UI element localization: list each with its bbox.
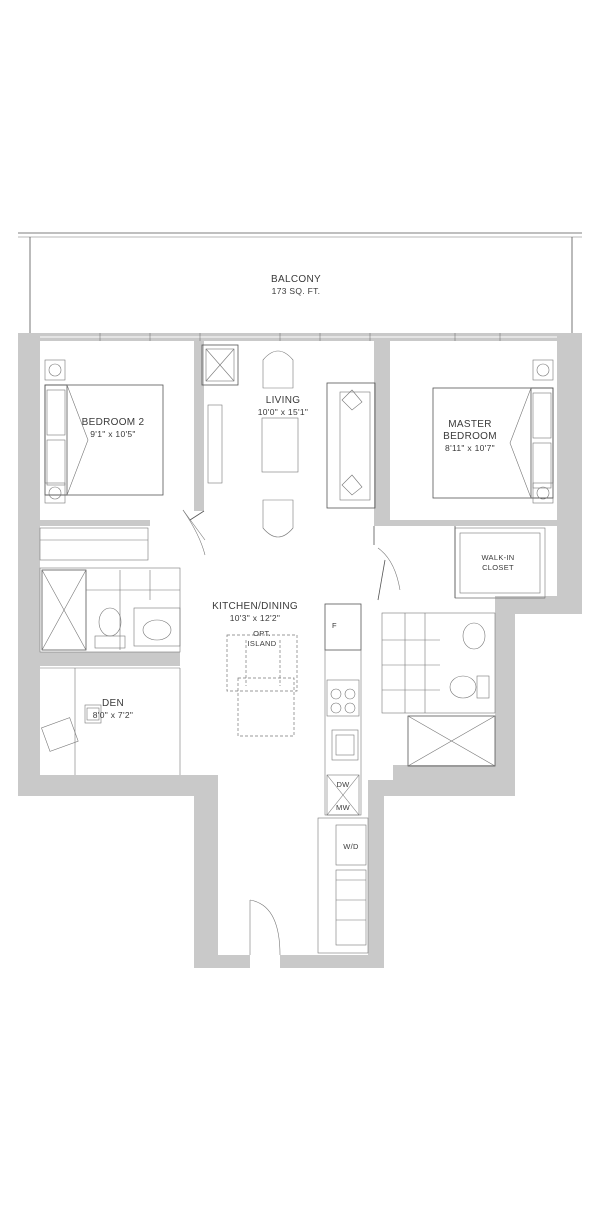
interior-lines [189,510,456,601]
balcony-label: BALCONY [271,274,321,285]
walk-in-closet-label-1: WALK-IN [481,553,514,562]
master-bedroom: MASTER BEDROOM 8'11" x 10'7" [432,359,554,504]
den-label: DEN [102,698,124,709]
walk-in-closet: WALK-IN CLOSET [454,527,546,599]
kitchen-dining: F DW MW KITCHEN/DINING 10'3" x 12'2" OPT… [212,601,362,816]
exterior-walls [18,333,582,968]
walk-in-closet-label-2: CLOSET [482,563,514,572]
living-dims: 10'0" x 15'1" [258,407,309,417]
balcony: BALCONY 173 SQ. FT. [18,232,582,333]
master-bedroom-label-2: BEDROOM [443,431,497,442]
bedroom-2-dims: 9'1" x 10'5" [90,429,136,439]
master-bedroom-dims: 8'11" x 10'7" [445,443,495,453]
bedroom-2-label: BEDROOM 2 [82,417,145,428]
den-dims: 8'0" x 7'2" [93,710,133,720]
den: DEN 8'0" x 7'2" [40,667,181,775]
window-lines [40,333,557,341]
bedroom-2: BEDROOM 2 9'1" x 10'5" [39,359,164,561]
entry-door [249,899,281,956]
living: LIVING 10'0" x 15'1" [201,344,376,538]
balcony-area: 173 SQ. FT. [272,286,321,296]
dishwasher-label: DW [336,780,350,789]
kitchen-dims: 10'3" x 12'2" [230,613,281,623]
island-label-2: ISLAND [248,639,277,648]
master-bedroom-label-1: MASTER [448,419,491,430]
kitchen-label: KITCHEN/DINING [212,601,298,612]
washer-dryer-label: W/D [343,842,359,851]
laundry: W/D [317,817,369,954]
fridge-label: F [332,621,337,630]
island-label-1: OPT. [253,629,271,638]
ensuite-bathroom [381,612,496,767]
bathroom-2 [39,567,181,653]
living-label: LIVING [266,395,301,406]
microwave-label: MW [336,803,351,812]
